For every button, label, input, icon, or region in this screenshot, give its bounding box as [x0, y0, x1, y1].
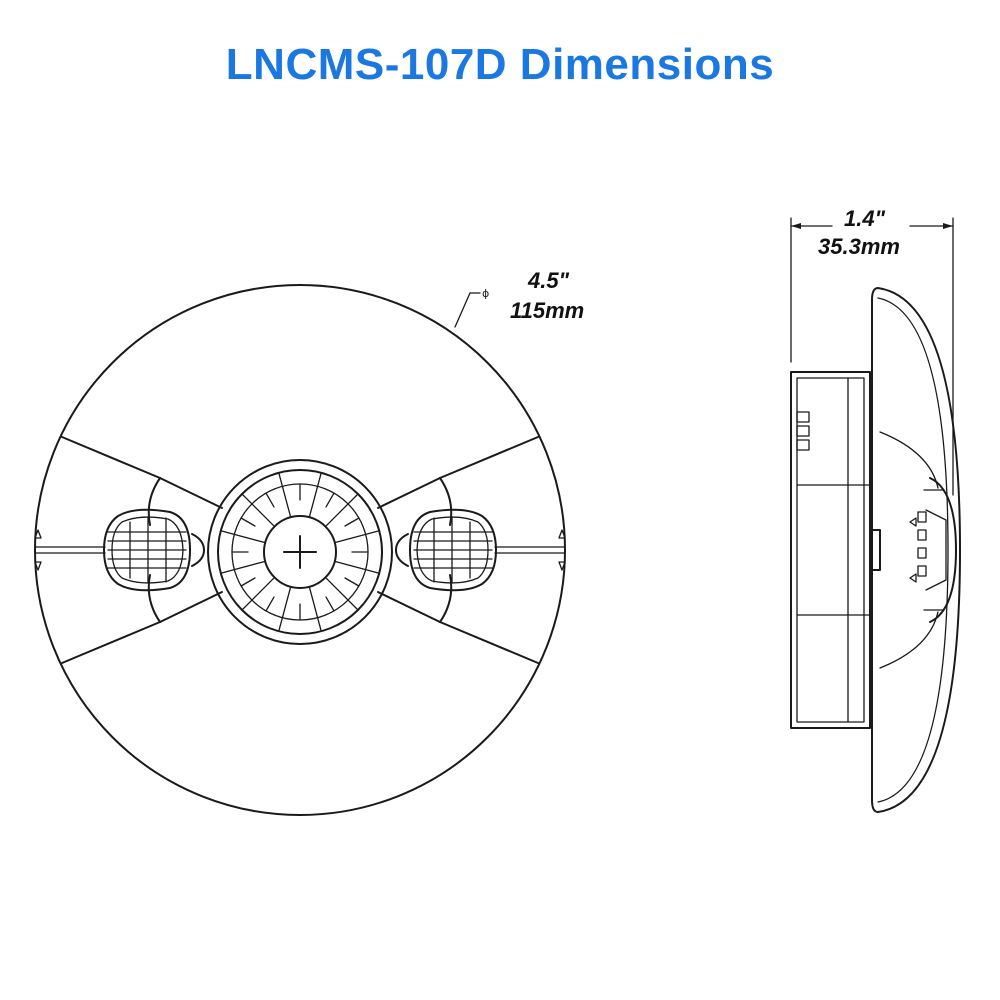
lens-facet-line: [220, 560, 266, 574]
lens-facet-line: [240, 517, 256, 527]
depth-mm-label: 35.3mm: [818, 234, 900, 259]
lens-facet-line: [325, 492, 335, 508]
lens-facet-line: [344, 577, 360, 587]
diameter-leader: ϕ: [454, 287, 489, 328]
lens-facet-line: [324, 493, 359, 528]
plus-icon: [283, 535, 317, 569]
panel-line-top-left: [61, 436, 161, 479]
lens-facet-line: [324, 576, 359, 611]
lens-facet-line: [325, 596, 335, 612]
lens-facet-line: [241, 493, 276, 528]
center-lens: [207, 459, 393, 645]
lens-facet-line: [265, 596, 275, 612]
lens-facet-line: [278, 472, 292, 518]
sensor-outer-disc: [34, 284, 566, 816]
front-dome: [871, 287, 961, 813]
diameter-mm-label: 115mm: [510, 298, 584, 323]
lens-facet-line: [334, 530, 380, 544]
lens-facet-line: [308, 586, 322, 632]
lens-facet-line: [334, 560, 380, 574]
grille-icon-left: [103, 508, 205, 592]
page-title: LNCMS-107D Dimensions: [225, 40, 775, 89]
depth-inches-label: 1.4": [844, 206, 886, 231]
grille-icon-right: [395, 508, 497, 592]
side-view: 1.4" 35.3mm: [790, 206, 961, 813]
back-housing: [790, 371, 881, 729]
lens-facet-line: [265, 492, 275, 508]
diameter-inches-label: 4.5": [527, 268, 570, 293]
panel-line-top-right: [439, 436, 539, 479]
lens-facet-line: [308, 472, 322, 518]
diameter-symbol: ϕ: [482, 287, 489, 300]
lens-facet-line: [240, 577, 256, 587]
lens-facet-line: [278, 586, 292, 632]
panel-line-bottom-right: [439, 621, 539, 664]
lens-facet-line: [241, 576, 276, 611]
lens-facet-line: [344, 517, 360, 527]
panel-line-bottom-left: [61, 621, 161, 664]
front-view: ϕ 4.5" 115mm: [34, 268, 584, 816]
lens-facet-line: [220, 530, 266, 544]
